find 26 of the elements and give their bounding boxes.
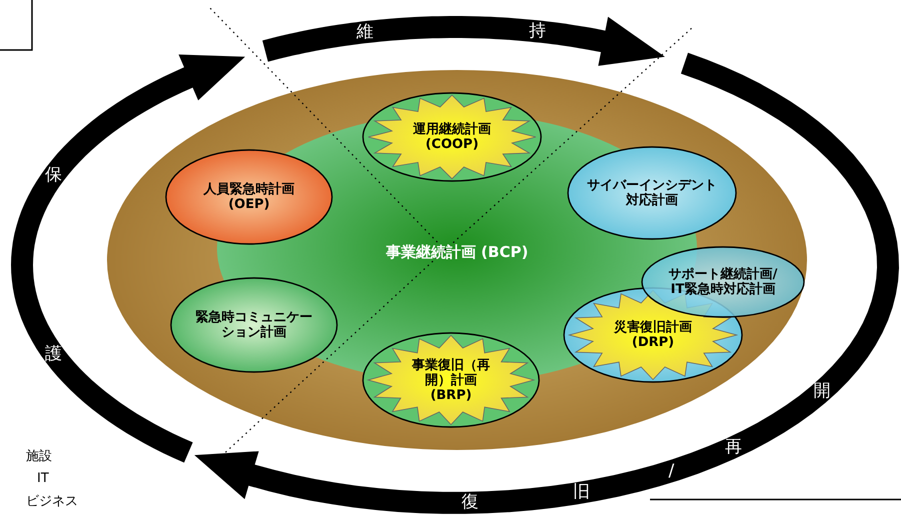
arc-label: / [668,462,674,481]
plan-label: 緊急時コミュニケーション計画 [194,310,314,340]
arc-label: 維 [356,22,374,42]
plan-label: 運用継続計画 (COOP) [412,122,492,152]
category-label: IT [37,471,49,486]
arc-label: 護 [45,344,62,364]
arc-label: 旧 [573,483,590,502]
plan-ellipse [362,92,542,182]
plan-label: 人員緊急時計画 (OEP) [202,182,296,212]
category-label: 施設 [26,449,52,464]
plan-label: サイバーインシデント対応計画 [586,178,718,208]
arc-label: 開 [814,382,831,401]
plan-ellipse [362,332,540,428]
plan-label: 事業継続計画 (BCP) [384,242,530,262]
plan-label: 災害復旧計画 (DRP) [612,320,693,350]
arc-label: 復 [462,493,479,512]
arc-label: 持 [529,22,546,41]
arc-label: 再 [724,438,742,457]
plan-label: 事業復旧（再開）計画 (BRP) [411,358,491,402]
plan-ellipse [641,246,805,318]
plan-ellipse [170,277,338,373]
plan-label: サポート継続計画/ IT緊急時対応計画 [668,267,778,297]
plan-ellipse [165,149,333,245]
arc-label: 保 [45,166,62,186]
plan-ellipse [567,146,737,240]
category-label: ビジネス [26,494,78,509]
